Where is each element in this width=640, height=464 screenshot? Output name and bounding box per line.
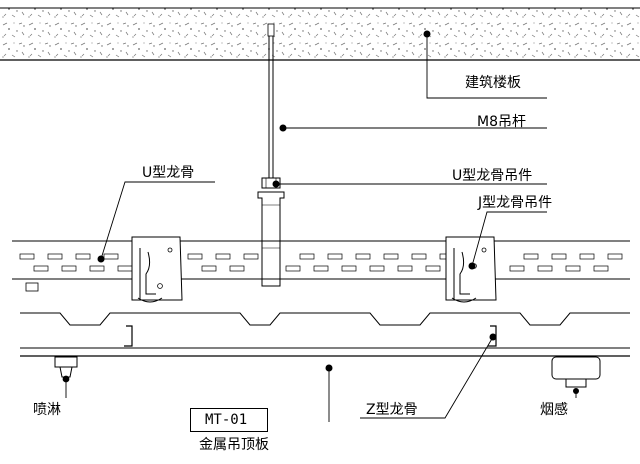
label-smoke-detector: 烟感 xyxy=(540,402,568,418)
m8-rod xyxy=(267,23,275,182)
label-building-slab: 建筑楼板 xyxy=(465,75,521,91)
label-metal-ceiling-panel: 金属吊顶板 xyxy=(199,437,269,453)
u-keel-slot xyxy=(187,253,203,260)
u-keel-slot xyxy=(369,265,385,272)
u-keel-slot xyxy=(551,253,567,260)
j-keel-hanger-left xyxy=(131,236,183,303)
u-keel-slot xyxy=(215,253,231,260)
building-slab xyxy=(0,7,640,61)
u-keel-slot xyxy=(425,265,441,272)
u-keel-slot xyxy=(33,265,49,272)
u-keel-slot xyxy=(565,265,581,272)
smoke-detector xyxy=(551,356,601,388)
label-u-keel-hanger: U型龙骨吊件 xyxy=(452,168,533,184)
u-keel-slot xyxy=(47,253,63,260)
u-keel xyxy=(12,240,630,292)
u-keel-slot xyxy=(19,253,35,260)
u-keel-slot xyxy=(243,253,259,260)
u-keel-slot xyxy=(75,253,91,260)
u-keel-slot xyxy=(579,253,595,260)
u-keel-slot xyxy=(117,265,133,272)
u-keel-slot xyxy=(299,253,315,260)
label-sprinkler: 喷淋 xyxy=(33,402,61,418)
label-z-keel: Z型龙骨 xyxy=(366,402,418,418)
leader-lines xyxy=(63,30,579,422)
u-keel-slot xyxy=(355,253,371,260)
u-keel-slot xyxy=(593,265,609,272)
u-keel-slot xyxy=(327,253,343,260)
label-j-keel-hanger: J型龙骨吊件 xyxy=(478,195,553,211)
u-keel-slot xyxy=(537,265,553,272)
u-keel-slot xyxy=(229,265,245,272)
panel-code-box xyxy=(190,408,268,432)
u-keel-slot xyxy=(383,253,399,260)
u-keel-slot xyxy=(509,265,525,272)
label-u-keel: U型龙骨 xyxy=(142,165,195,181)
z-keel xyxy=(20,312,630,347)
u-keel-slot xyxy=(397,265,413,272)
u-keel-slot xyxy=(523,253,539,260)
u-keel-hanger xyxy=(257,177,285,287)
label-panel-code: MT-01 xyxy=(205,412,248,428)
u-keel-slot xyxy=(411,253,427,260)
u-keel-slot xyxy=(61,265,77,272)
u-keel-slot xyxy=(313,265,329,272)
u-keel-slot xyxy=(607,253,623,260)
label-m8-rod: M8吊杆 xyxy=(477,114,526,130)
u-keel-slot xyxy=(341,265,357,272)
u-keel-slot xyxy=(103,253,119,260)
metal-ceiling-panel xyxy=(20,347,630,357)
u-keel-slots xyxy=(19,253,623,272)
u-keel-slot xyxy=(201,265,217,272)
u-keel-slot xyxy=(89,265,105,272)
j-keel-hanger-right xyxy=(445,236,497,303)
u-keel-slot xyxy=(285,265,301,272)
